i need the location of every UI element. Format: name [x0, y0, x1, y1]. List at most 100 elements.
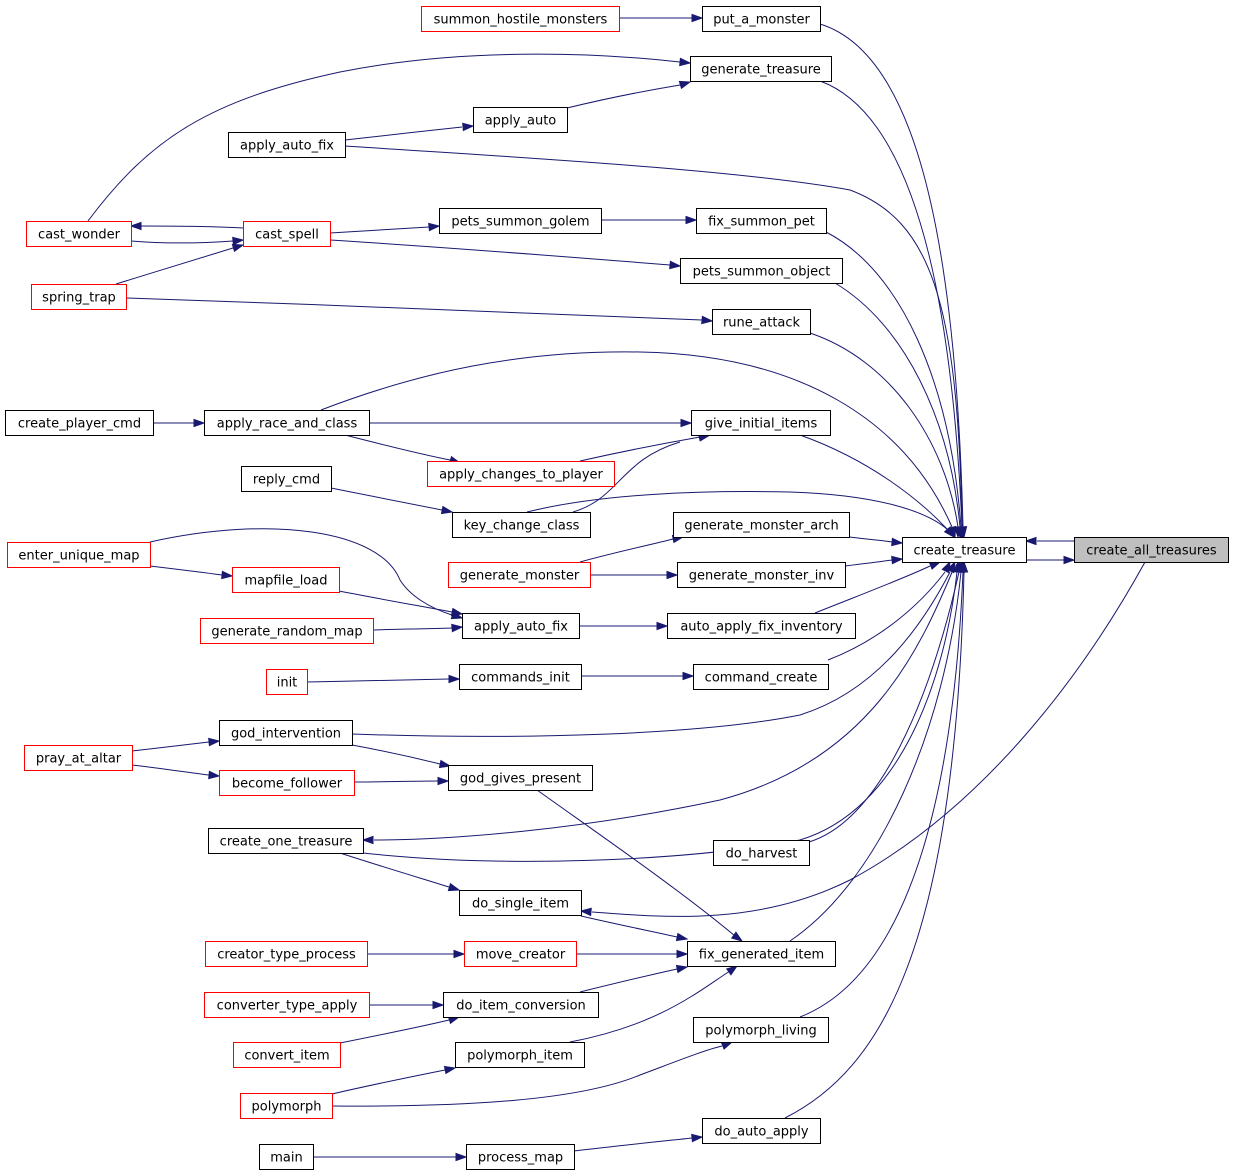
node-create-one-treasure[interactable]: create_one_treasure: [208, 828, 364, 854]
node-key-change-class[interactable]: key_change_class: [452, 512, 591, 538]
edge-line: [331, 1069, 446, 1095]
node-apply-race-and-class[interactable]: apply_race_and_class: [204, 410, 370, 436]
node-box: [1074, 537, 1229, 563]
node-label: polymorph_living: [705, 1024, 816, 1039]
edge-create_player_cmd-to-apply_race_and_class: [153, 418, 206, 428]
edge-pray_at_altar-to-god_intervention: [131, 737, 221, 752]
edge-line: [814, 565, 931, 614]
edge-line: [789, 571, 962, 942]
arrowhead-icon: [428, 222, 441, 232]
node-generate-monster-arch[interactable]: generate_monster_arch: [673, 512, 850, 538]
node-move-creator[interactable]: move_creator: [464, 941, 577, 967]
node-box: [677, 562, 846, 588]
edge-apply_race_and_class-to-give_initial_items: [369, 418, 693, 428]
edge-mapfile_load-to-apply_auto_fix_mid: [338, 590, 464, 617]
node-spring-trap[interactable]: spring_trap: [31, 284, 127, 310]
arrowhead-icon: [943, 526, 955, 539]
node-pets-summon-object[interactable]: pets_summon_object: [680, 258, 843, 284]
edge-spring_trap-to-rune_attack: [125, 297, 714, 325]
edge-do_auto_apply-to-create_treasure: [784, 560, 969, 1119]
node-generate-treasure[interactable]: generate_treasure: [690, 56, 832, 82]
arrowhead-icon: [447, 882, 461, 892]
edge-line: [115, 247, 234, 285]
edge-line: [799, 571, 964, 1018]
node-become-follower[interactable]: become_follower: [219, 770, 355, 796]
node-do-auto-apply[interactable]: do_auto_apply: [702, 1118, 821, 1144]
node-apply-auto-fix-top[interactable]: apply_auto_fix: [228, 132, 346, 158]
node-box: [219, 770, 355, 796]
edge-god_gives_present-to-fix_generated_item: [536, 789, 744, 942]
node-generate-monster[interactable]: generate_monster: [448, 562, 591, 588]
node-summon-hostile-monsters[interactable]: summon_hostile_monsters: [421, 6, 620, 32]
node-pray-at-altar[interactable]: pray_at_altar: [24, 745, 133, 771]
node-give-initial-items[interactable]: give_initial_items: [691, 410, 831, 436]
node-generate-monster-inv[interactable]: generate_monster_inv: [677, 562, 846, 588]
node-polymorph[interactable]: polymorph: [240, 1093, 333, 1119]
edge-line: [799, 434, 949, 531]
node-god-intervention[interactable]: god_intervention: [219, 720, 353, 746]
node-create-all-treasures[interactable]: create_all_treasures: [1074, 537, 1229, 563]
node-box: [243, 221, 331, 247]
node-reply-cmd[interactable]: reply_cmd: [241, 466, 332, 492]
node-create-treasure[interactable]: create_treasure: [902, 537, 1027, 563]
node-do-item-conversion[interactable]: do_item_conversion: [443, 992, 599, 1018]
node-label: enter_unique_map: [18, 549, 139, 564]
node-fix-summon-pet[interactable]: fix_summon_pet: [696, 208, 827, 234]
edge-line: [130, 240, 234, 244]
node-label: polymorph_item: [467, 1049, 573, 1064]
node-label: commands_init: [471, 671, 570, 686]
node-apply-auto-fix-mid[interactable]: apply_auto_fix: [462, 613, 580, 639]
node-god-gives-present[interactable]: god_gives_present: [448, 765, 593, 791]
node-mapfile-load[interactable]: mapfile_load: [232, 567, 340, 593]
node-apply-changes-to-player[interactable]: apply_changes_to_player: [427, 461, 615, 487]
edge-generate_monster_arch-to-create_treasure: [848, 536, 904, 547]
node-fix-generated-item[interactable]: fix_generated_item: [687, 941, 836, 967]
node-auto-apply-fix-inventory[interactable]: auto_apply_fix_inventory: [667, 613, 856, 639]
edge-cast_wonder-to-generate_treasure: [87, 53, 692, 222]
node-do-harvest[interactable]: do_harvest: [713, 840, 810, 866]
node-command-create[interactable]: command_create: [693, 664, 829, 690]
node-create-player-cmd[interactable]: create_player_cmd: [5, 410, 154, 436]
node-do-single-item[interactable]: do_single_item: [459, 890, 582, 916]
node-box: [5, 410, 154, 436]
arrowhead-icon: [450, 607, 464, 617]
edge-line: [580, 915, 678, 938]
node-commands-init[interactable]: commands_init: [459, 664, 582, 690]
node-generate-random-map[interactable]: generate_random_map: [200, 618, 374, 644]
arrowhead-icon: [656, 621, 669, 631]
node-rune-attack[interactable]: rune_attack: [712, 309, 811, 335]
arrowhead-icon: [685, 215, 698, 225]
node-box: [473, 107, 568, 133]
node-cast-wonder[interactable]: cast_wonder: [26, 221, 132, 247]
node-cast-spell[interactable]: cast_spell: [243, 221, 331, 247]
arrowhead-icon: [1063, 555, 1076, 565]
edge-apply_race_and_class-to-apply_changes_to_player: [344, 434, 462, 465]
edge-convert_item-to-do_item_conversion: [339, 1015, 461, 1044]
node-label: summon_hostile_monsters: [434, 13, 608, 28]
edge-do_single_item-to-fix_generated_item: [580, 915, 689, 942]
arrowhead-icon: [666, 570, 679, 580]
node-put-a-monster[interactable]: put_a_monster: [702, 6, 821, 32]
node-converter-type-apply[interactable]: converter_type_apply: [204, 992, 370, 1018]
node-label: do_auto_apply: [714, 1125, 809, 1140]
node-label: apply_race_and_class: [217, 417, 358, 432]
node-main[interactable]: main: [259, 1144, 314, 1170]
node-box: [439, 208, 602, 234]
node-enter-unique-map[interactable]: enter_unique_map: [7, 542, 151, 568]
arrowhead-icon: [959, 560, 969, 573]
edge-line: [819, 23, 964, 528]
edge-apply_auto_fix_mid-to-auto_apply_fix_inventory: [579, 621, 669, 631]
node-creator-type-process[interactable]: creator_type_process: [205, 941, 368, 967]
node-apply-auto[interactable]: apply_auto: [473, 107, 568, 133]
node-label: generate_monster_inv: [689, 569, 835, 584]
edge-line: [125, 297, 703, 321]
node-convert-item[interactable]: convert_item: [233, 1042, 341, 1068]
node-init[interactable]: init: [266, 669, 308, 695]
node-label: apply_auto: [485, 114, 557, 129]
node-polymorph-item[interactable]: polymorph_item: [455, 1042, 585, 1068]
node-polymorph-living[interactable]: polymorph_living: [693, 1017, 829, 1043]
edge-line: [149, 528, 453, 616]
node-pets-summon-golem[interactable]: pets_summon_golem: [439, 208, 602, 234]
edge-generate_treasure-to-create_treasure: [819, 80, 967, 539]
node-process-map[interactable]: process_map: [466, 1144, 575, 1170]
